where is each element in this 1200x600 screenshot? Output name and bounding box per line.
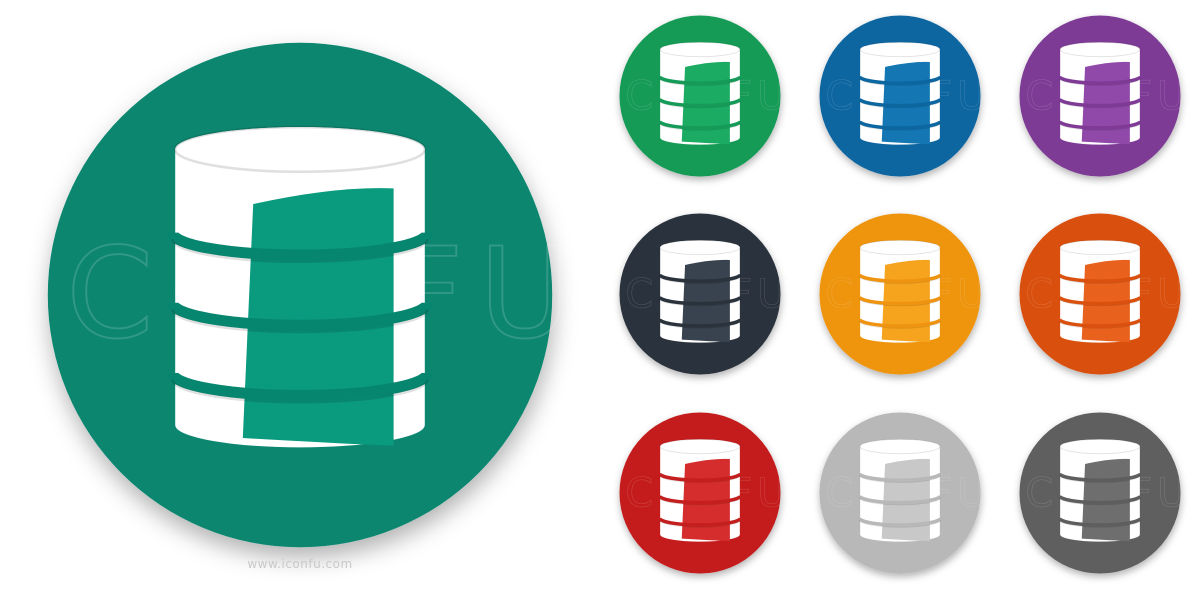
- database-glyph: [657, 41, 743, 145]
- cylinder-top: [1059, 41, 1141, 58]
- cylinder-ring-2: [1057, 97, 1143, 108]
- cylinder-ring-3: [657, 120, 743, 130]
- database-glyph: [1057, 438, 1143, 542]
- database-glyph: [167, 125, 433, 448]
- database-icon-blue: ICONFU: [808, 15, 987, 177]
- cylinder-top: [859, 239, 941, 256]
- cylinder-ring-2: [1057, 295, 1143, 306]
- database-glyph: [657, 239, 743, 343]
- cylinder-ring-3: [857, 318, 943, 328]
- cylinder-ring-2: [857, 97, 943, 108]
- cylinder-ring-2: [657, 494, 743, 505]
- cylinder-ring-1: [857, 273, 943, 283]
- cylinder-ring-1: [657, 472, 743, 482]
- database-glyph: [857, 239, 943, 343]
- database-glyph: [657, 438, 743, 542]
- database-icon-dark-orange: ICONFU: [1008, 213, 1187, 375]
- cylinder-ring-3: [857, 517, 943, 527]
- cylinder-ring-3: [167, 371, 433, 401]
- database-icon-orange: ICONFU: [808, 213, 987, 375]
- cylinder-ring-1: [857, 472, 943, 482]
- watermark-url: www.iconfu.com: [247, 557, 353, 571]
- cylinder-ring-1: [857, 75, 943, 85]
- cylinder-ring-3: [1057, 318, 1143, 328]
- hero-database-icon: ICONFU: [13, 42, 571, 548]
- database-icon-dark-slate: ICONFU: [608, 213, 787, 375]
- cylinder-ring-2: [857, 295, 943, 306]
- cylinder-ring-3: [657, 318, 743, 328]
- cylinder-ring-3: [857, 120, 943, 130]
- cylinder-ring-2: [857, 494, 943, 505]
- database-icon-red: ICONFU: [608, 412, 787, 574]
- database-icon-dark-gray: ICONFU: [1008, 412, 1187, 574]
- cylinder-ring-3: [1057, 120, 1143, 130]
- database-glyph: [1057, 239, 1143, 343]
- cylinder-top: [659, 41, 741, 58]
- cylinder-top: [659, 239, 741, 256]
- cylinder-ring-2: [167, 301, 433, 331]
- cylinder-ring-1: [1057, 472, 1143, 482]
- cylinder-ring-2: [1057, 494, 1143, 505]
- cylinder-top: [173, 125, 427, 174]
- cylinder-ring-2: [657, 97, 743, 108]
- cylinder-top: [859, 438, 941, 455]
- cylinder-ring-1: [1057, 75, 1143, 85]
- cylinder-top: [659, 438, 741, 455]
- cylinder-ring-1: [167, 231, 433, 261]
- cylinder-ring-1: [657, 75, 743, 85]
- cylinder-ring-3: [657, 517, 743, 527]
- database-glyph: [857, 438, 943, 542]
- cylinder-ring-2: [657, 295, 743, 306]
- cylinder-ring-1: [657, 273, 743, 283]
- cylinder-top: [1059, 239, 1141, 256]
- database-icon-light-gray: ICONFU: [808, 412, 987, 574]
- cylinder-top: [859, 41, 941, 58]
- cylinder-ring-1: [1057, 273, 1143, 283]
- database-icon-green: ICONFU: [608, 15, 787, 177]
- database-glyph: [857, 41, 943, 145]
- cylinder-top: [1059, 438, 1141, 455]
- cylinder-ring-3: [1057, 517, 1143, 527]
- database-glyph: [1057, 41, 1143, 145]
- database-icon-purple: ICONFU: [1008, 15, 1187, 177]
